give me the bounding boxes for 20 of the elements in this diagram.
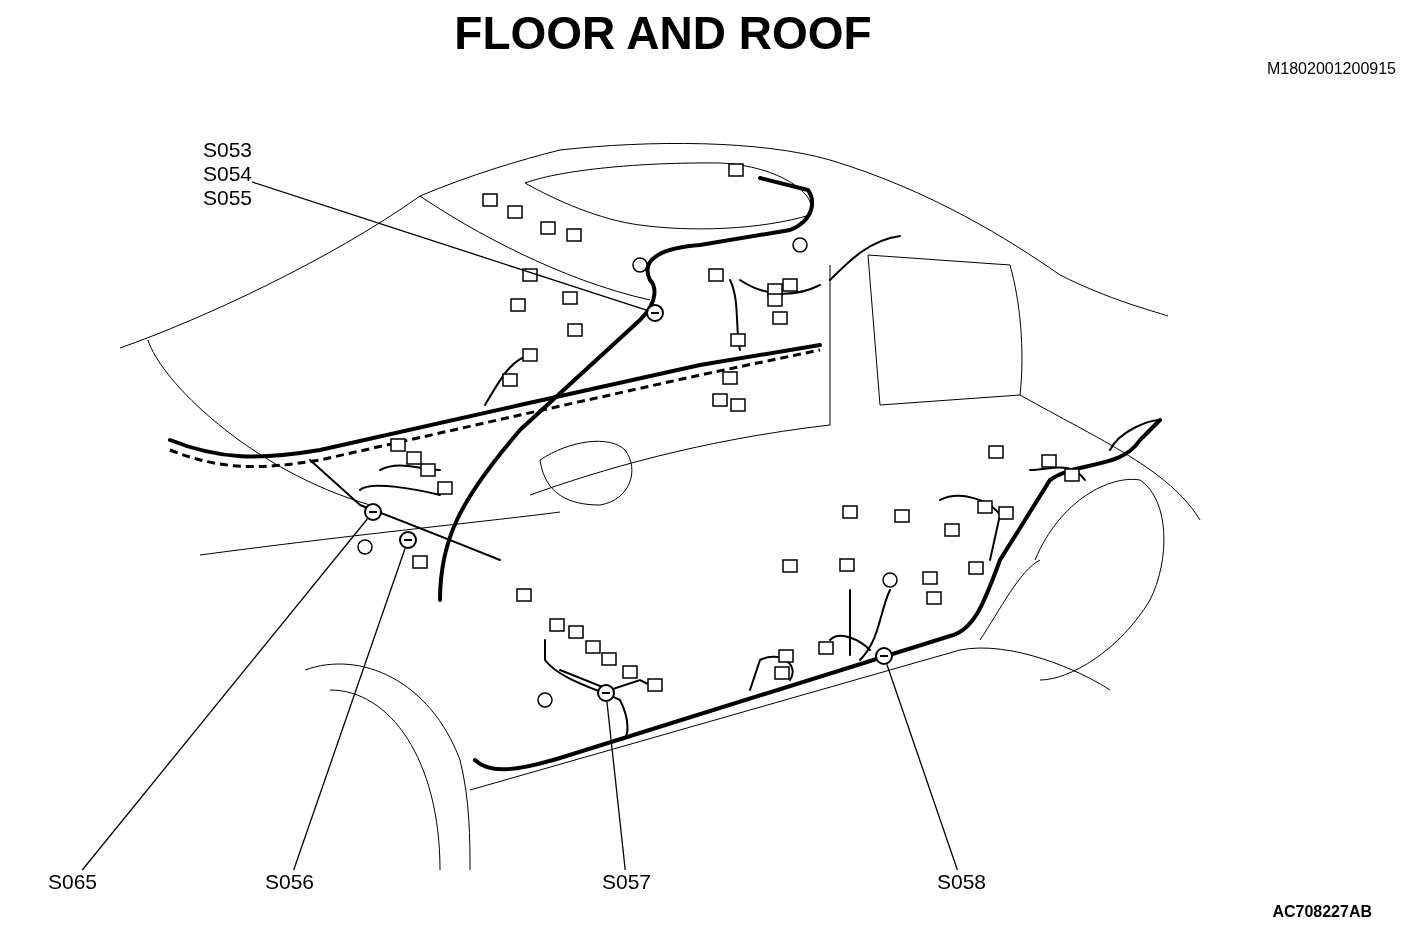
diagram-title: FLOOR AND ROOF [453,6,873,60]
splice-label: S057 [602,870,652,894]
splice-circle [597,684,615,702]
leader-line [81,518,368,871]
splice-label: S054 [203,162,253,186]
splice-circle [364,503,382,521]
splice-label: S053 [203,138,253,162]
figure-code: AC708227AB [1272,903,1372,921]
leader-line [293,547,406,871]
leader-line [251,181,648,311]
splice-label: S058 [937,870,987,894]
splice-label: S065 [48,870,98,894]
leader-line [606,701,626,871]
splice-circle [875,647,893,665]
splice-label: S056 [265,870,315,894]
document-code: M1802001200915 [1267,60,1396,78]
splice-circle [399,531,417,549]
leader-line [886,663,959,871]
splice-label: S055 [203,186,253,210]
splice-circle [646,304,664,322]
